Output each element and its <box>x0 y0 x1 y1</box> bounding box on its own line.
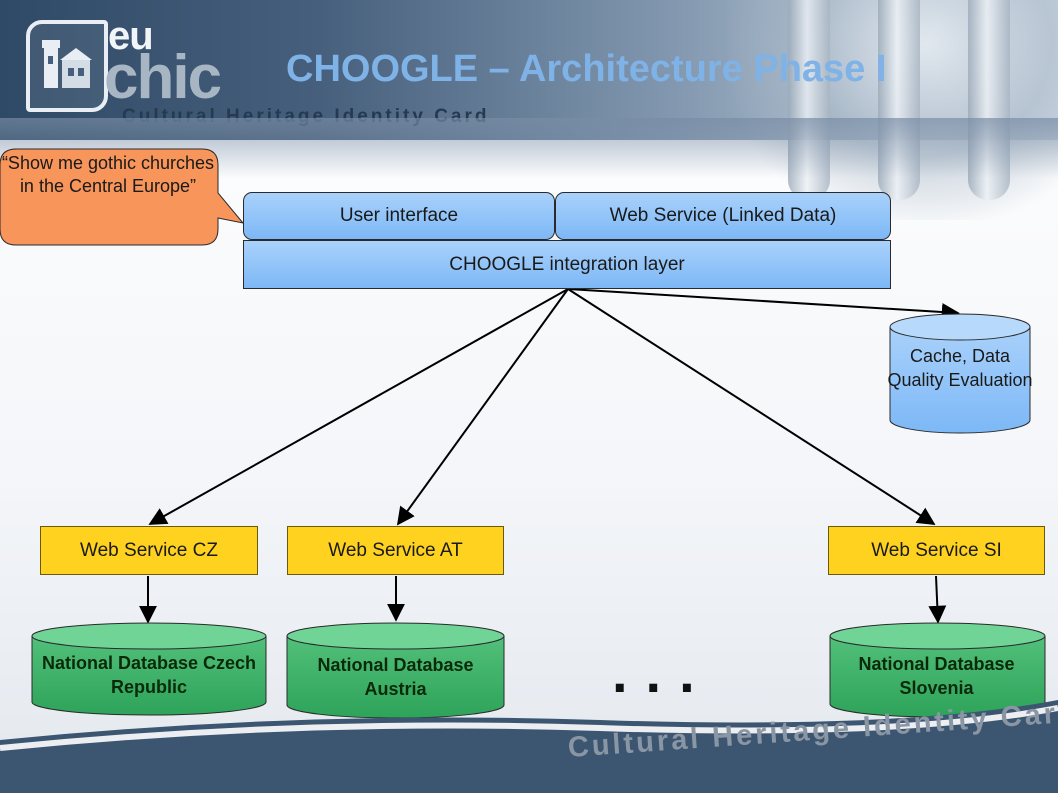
web-service-cz-box: Web Service CZ <box>40 526 258 575</box>
logo-eu-text: eu <box>108 14 154 58</box>
arrow-to-cache <box>567 288 960 321</box>
footer-band <box>0 700 1058 793</box>
arrow-to-ws-cz <box>148 288 569 525</box>
database-cz-label: National Database Czech Republic <box>41 653 257 697</box>
database-at-label: National Database Austria <box>317 655 474 699</box>
cache-label: Cache, Data Quality Evaluation <box>887 346 1033 390</box>
web-service-si-box: Web Service SI <box>828 526 1045 575</box>
arrow-to-ws-at <box>396 288 569 526</box>
callout-text: “Show me gothic churches in the Central … <box>1 153 215 196</box>
integration-layer-box: CHOOGLE integration layer <box>243 240 891 289</box>
castle-logo-icon <box>26 20 108 112</box>
database-si-label: National Database Slovenia <box>858 654 1015 698</box>
arrow-to-ws-si <box>567 288 936 525</box>
user-interface-box[interactable]: User interface <box>243 192 555 240</box>
web-service-linked-data-box[interactable]: Web Service (Linked Data) <box>555 192 891 240</box>
pillars-photo <box>728 0 1058 220</box>
web-service-at-box: Web Service AT <box>287 526 504 575</box>
arrow-ws-si-to-db <box>928 575 947 624</box>
logo-chic-text: chic <box>104 43 222 112</box>
slide-title: CHOOGLE – Architecture Phase I <box>286 48 887 90</box>
ellipsis: ... <box>612 641 713 704</box>
